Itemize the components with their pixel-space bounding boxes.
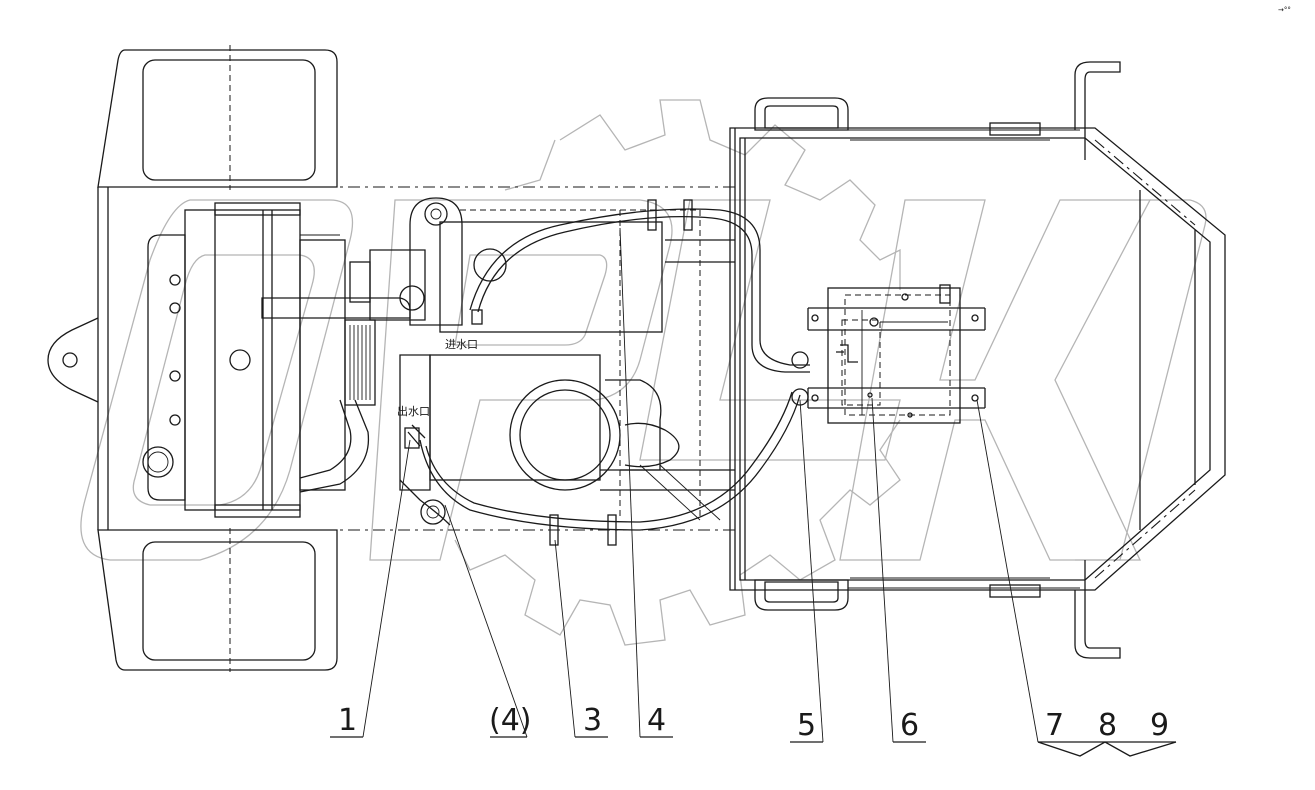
engine-block [349,197,735,526]
water-pipes [404,199,810,546]
callout-5: 5 [797,708,816,743]
callout-1: 1 [338,703,357,738]
rear-chassis [47,45,735,672]
callout-6: 6 [900,708,919,743]
callout-3: 3 [583,703,602,738]
water-outlet-label: 出水口 [397,404,430,418]
callout-4-paren: (4) [489,703,532,738]
watermark-logo [80,99,1207,646]
front-frame [729,61,1226,659]
control-box [807,284,986,424]
callout-7: 7 [1045,708,1064,743]
fan-belt [349,325,371,400]
callout-4: 4 [647,703,666,738]
water-inlet-label: 进水口 [445,338,478,351]
leader-lines [330,227,1177,757]
corner-mark: →°° [1278,6,1291,14]
callout-9: 9 [1150,708,1169,743]
callout-8: 8 [1098,708,1117,743]
